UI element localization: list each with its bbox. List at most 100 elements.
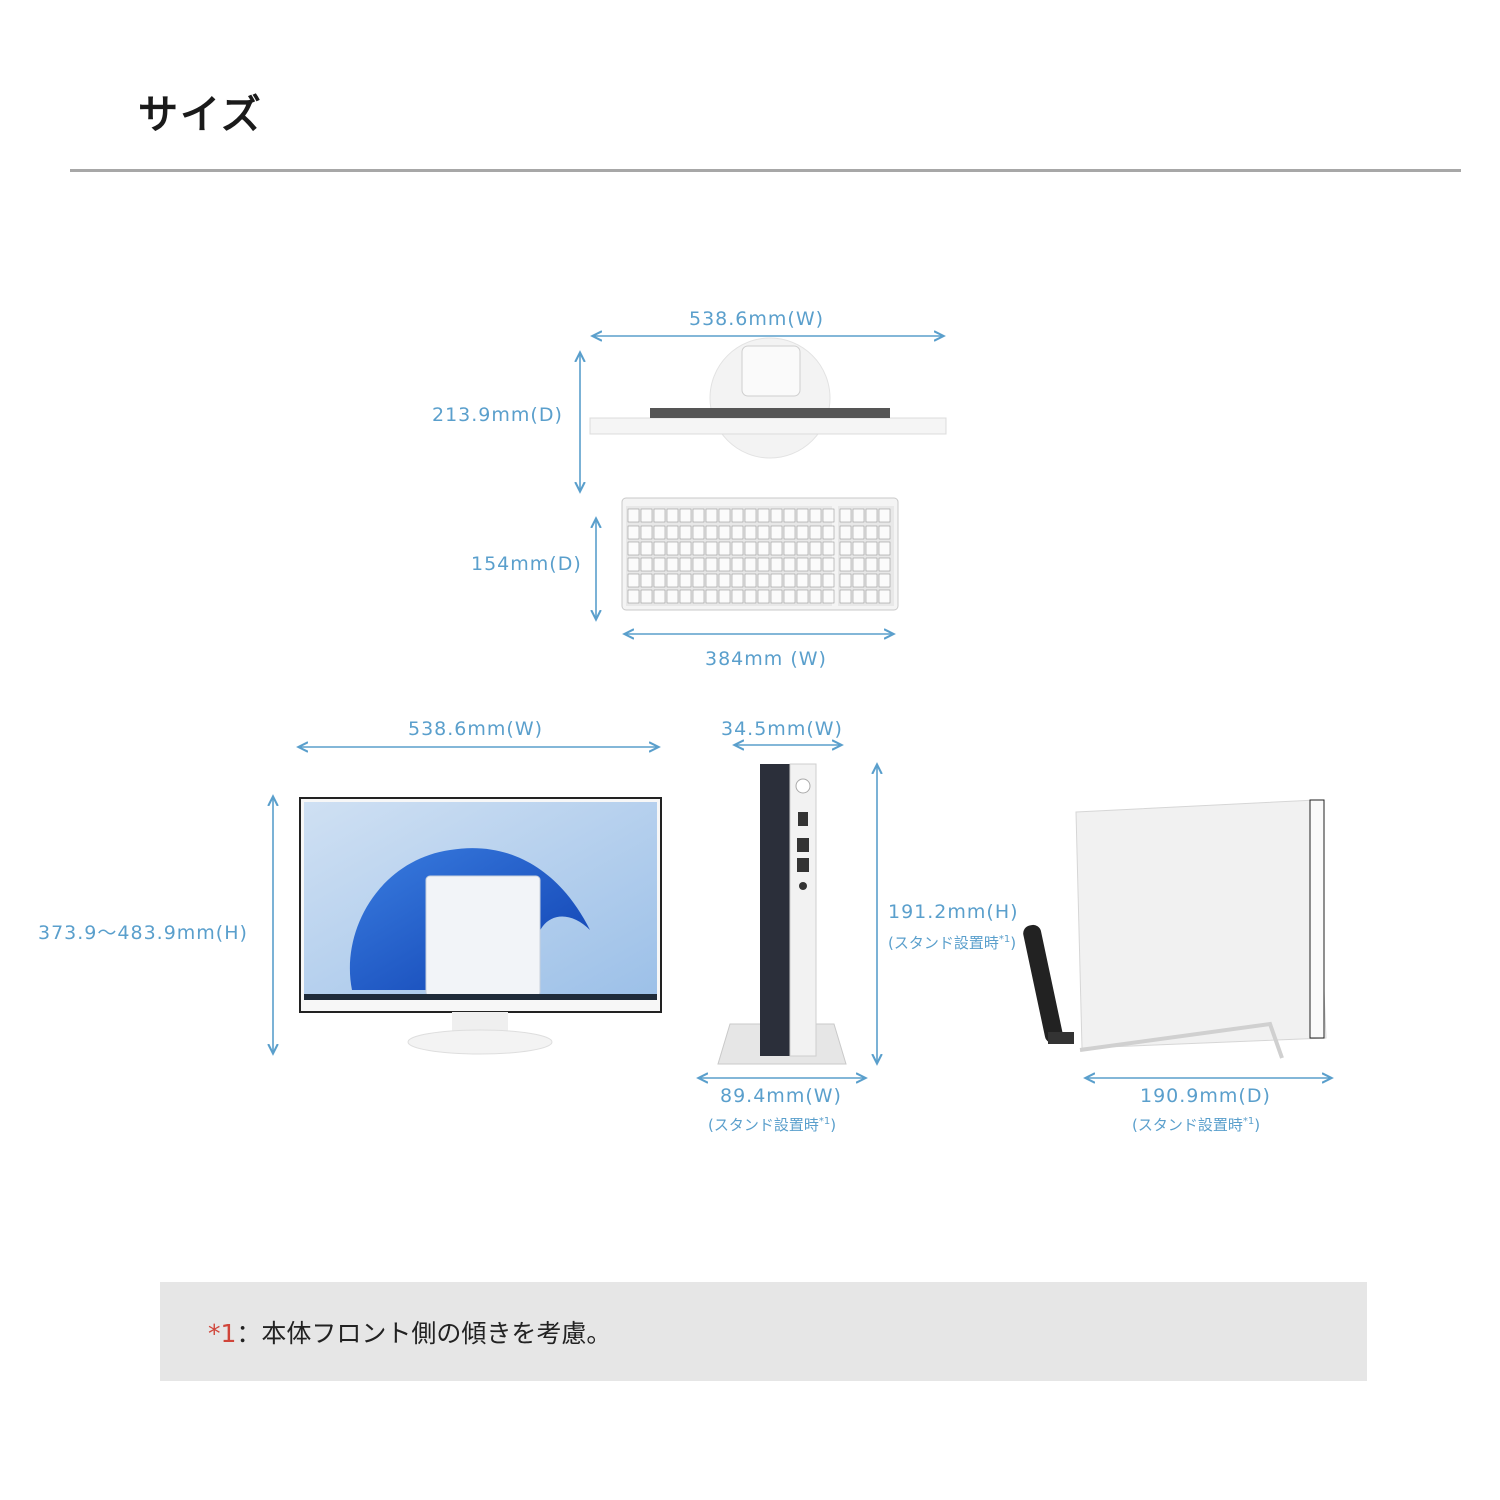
keyboard-key [822,573,835,588]
keyboard-key [770,573,783,588]
keyboard-key [744,508,757,523]
keyboard-key [809,541,822,556]
keyboard-key [757,541,770,556]
keyboard-key [705,589,718,604]
keyboard-key [731,508,744,523]
keyboard-key [640,557,653,572]
dim-pc-stand-width-note: (スタンド設置時*1) [708,1114,836,1135]
keyboard-key [770,508,783,523]
keyboard-key [679,557,692,572]
keyboard-key [627,557,640,572]
keyboard-key [783,508,796,523]
keyboard-key [878,573,891,588]
keyboard-key [796,541,809,556]
note-text: (スタンド設置時 [888,934,999,952]
note-mark: *1 [1242,1116,1255,1127]
note-close: ) [1254,1116,1261,1134]
dim-keyboard-width: 384mm (W) [705,648,827,670]
keyboard-key [822,557,835,572]
keyboard-key [822,589,835,604]
note-text: (スタンド設置時 [708,1116,819,1134]
keyboard-key [796,573,809,588]
keyboard-key [796,589,809,604]
monitor-top-view [589,337,947,459]
keyboard-key [822,508,835,523]
keyboard-key [679,573,692,588]
keyboard-key [731,573,744,588]
keyboard-key [796,508,809,523]
keyboard-key [783,573,796,588]
keyboard-key [705,525,718,540]
keyboard-key [865,589,878,604]
keyboard-key [731,525,744,540]
keyboard-key [757,525,770,540]
keyboard-key [627,573,640,588]
keyboard-key [878,589,891,604]
keyboard-key [666,541,679,556]
keyboard-key [705,573,718,588]
keyboard-key [770,541,783,556]
dim-pc-height-note: (スタンド設置時*1) [888,932,1016,953]
keyboard-key [809,525,822,540]
keyboard-key [679,508,692,523]
dim-pc-height: 191.2mm(H) [888,901,1019,923]
keyboard-key [878,508,891,523]
keyboard-key [796,557,809,572]
keyboard-key [731,541,744,556]
keyboard-key [839,589,852,604]
keyboard-key [770,557,783,572]
keyboard-key [731,589,744,604]
dim-monitor-top-depth: 213.9mm(D) [432,404,563,426]
dim-monitor-top-width: 538.6mm(W) [689,308,825,330]
dim-pc-width: 34.5mm(W) [721,718,843,740]
keyboard-key [718,508,731,523]
keyboard-key [783,541,796,556]
dim-monitor-front-height: 373.9～483.9mm(H) [38,922,248,944]
keyboard-key [744,573,757,588]
keyboard-key [718,557,731,572]
keyboard-key [822,525,835,540]
keyboard-key [783,589,796,604]
keyboard-key [679,589,692,604]
keyboard-key [852,508,865,523]
keyboard-key [705,557,718,572]
keyboard-key [666,525,679,540]
dim-monitor-front-width: 538.6mm(W) [408,718,544,740]
keyboard-key [744,557,757,572]
keyboard-key [705,541,718,556]
keyboard-key [653,541,666,556]
keyboard-key [640,525,653,540]
keyboard-key [770,589,783,604]
keyboard-key [852,589,865,604]
dim-keyboard-depth: 154mm(D) [471,553,582,575]
keyboard-key [839,508,852,523]
keyboard-key [718,589,731,604]
keyboard-key [640,589,653,604]
keyboard-key [718,525,731,540]
keyboard-key [839,541,852,556]
keyboard-key [679,525,692,540]
keyboard-key [666,589,679,604]
keyboard-key [757,508,770,523]
keyboard-key [865,525,878,540]
keyboard-key [705,508,718,523]
keyboard-key [865,557,878,572]
pc-side-view [1023,799,1327,1059]
keyboard-key [653,573,666,588]
keyboard-key [640,541,653,556]
keyboard-key [852,541,865,556]
keyboard-key [666,557,679,572]
note-close: ) [830,1116,837,1134]
keyboard-key [666,508,679,523]
keyboard-key [852,573,865,588]
note-close: ) [1010,934,1017,952]
keyboard-key [640,508,653,523]
keyboard-key [822,541,835,556]
keyboard-key [839,525,852,540]
keyboard-key [809,589,822,604]
keyboard-key [627,541,640,556]
footnote: *1：本体フロント側の傾きを考慮。 [208,1314,611,1350]
note-text: (スタンド設置時 [1132,1116,1243,1134]
page-title: サイズ [138,92,263,138]
